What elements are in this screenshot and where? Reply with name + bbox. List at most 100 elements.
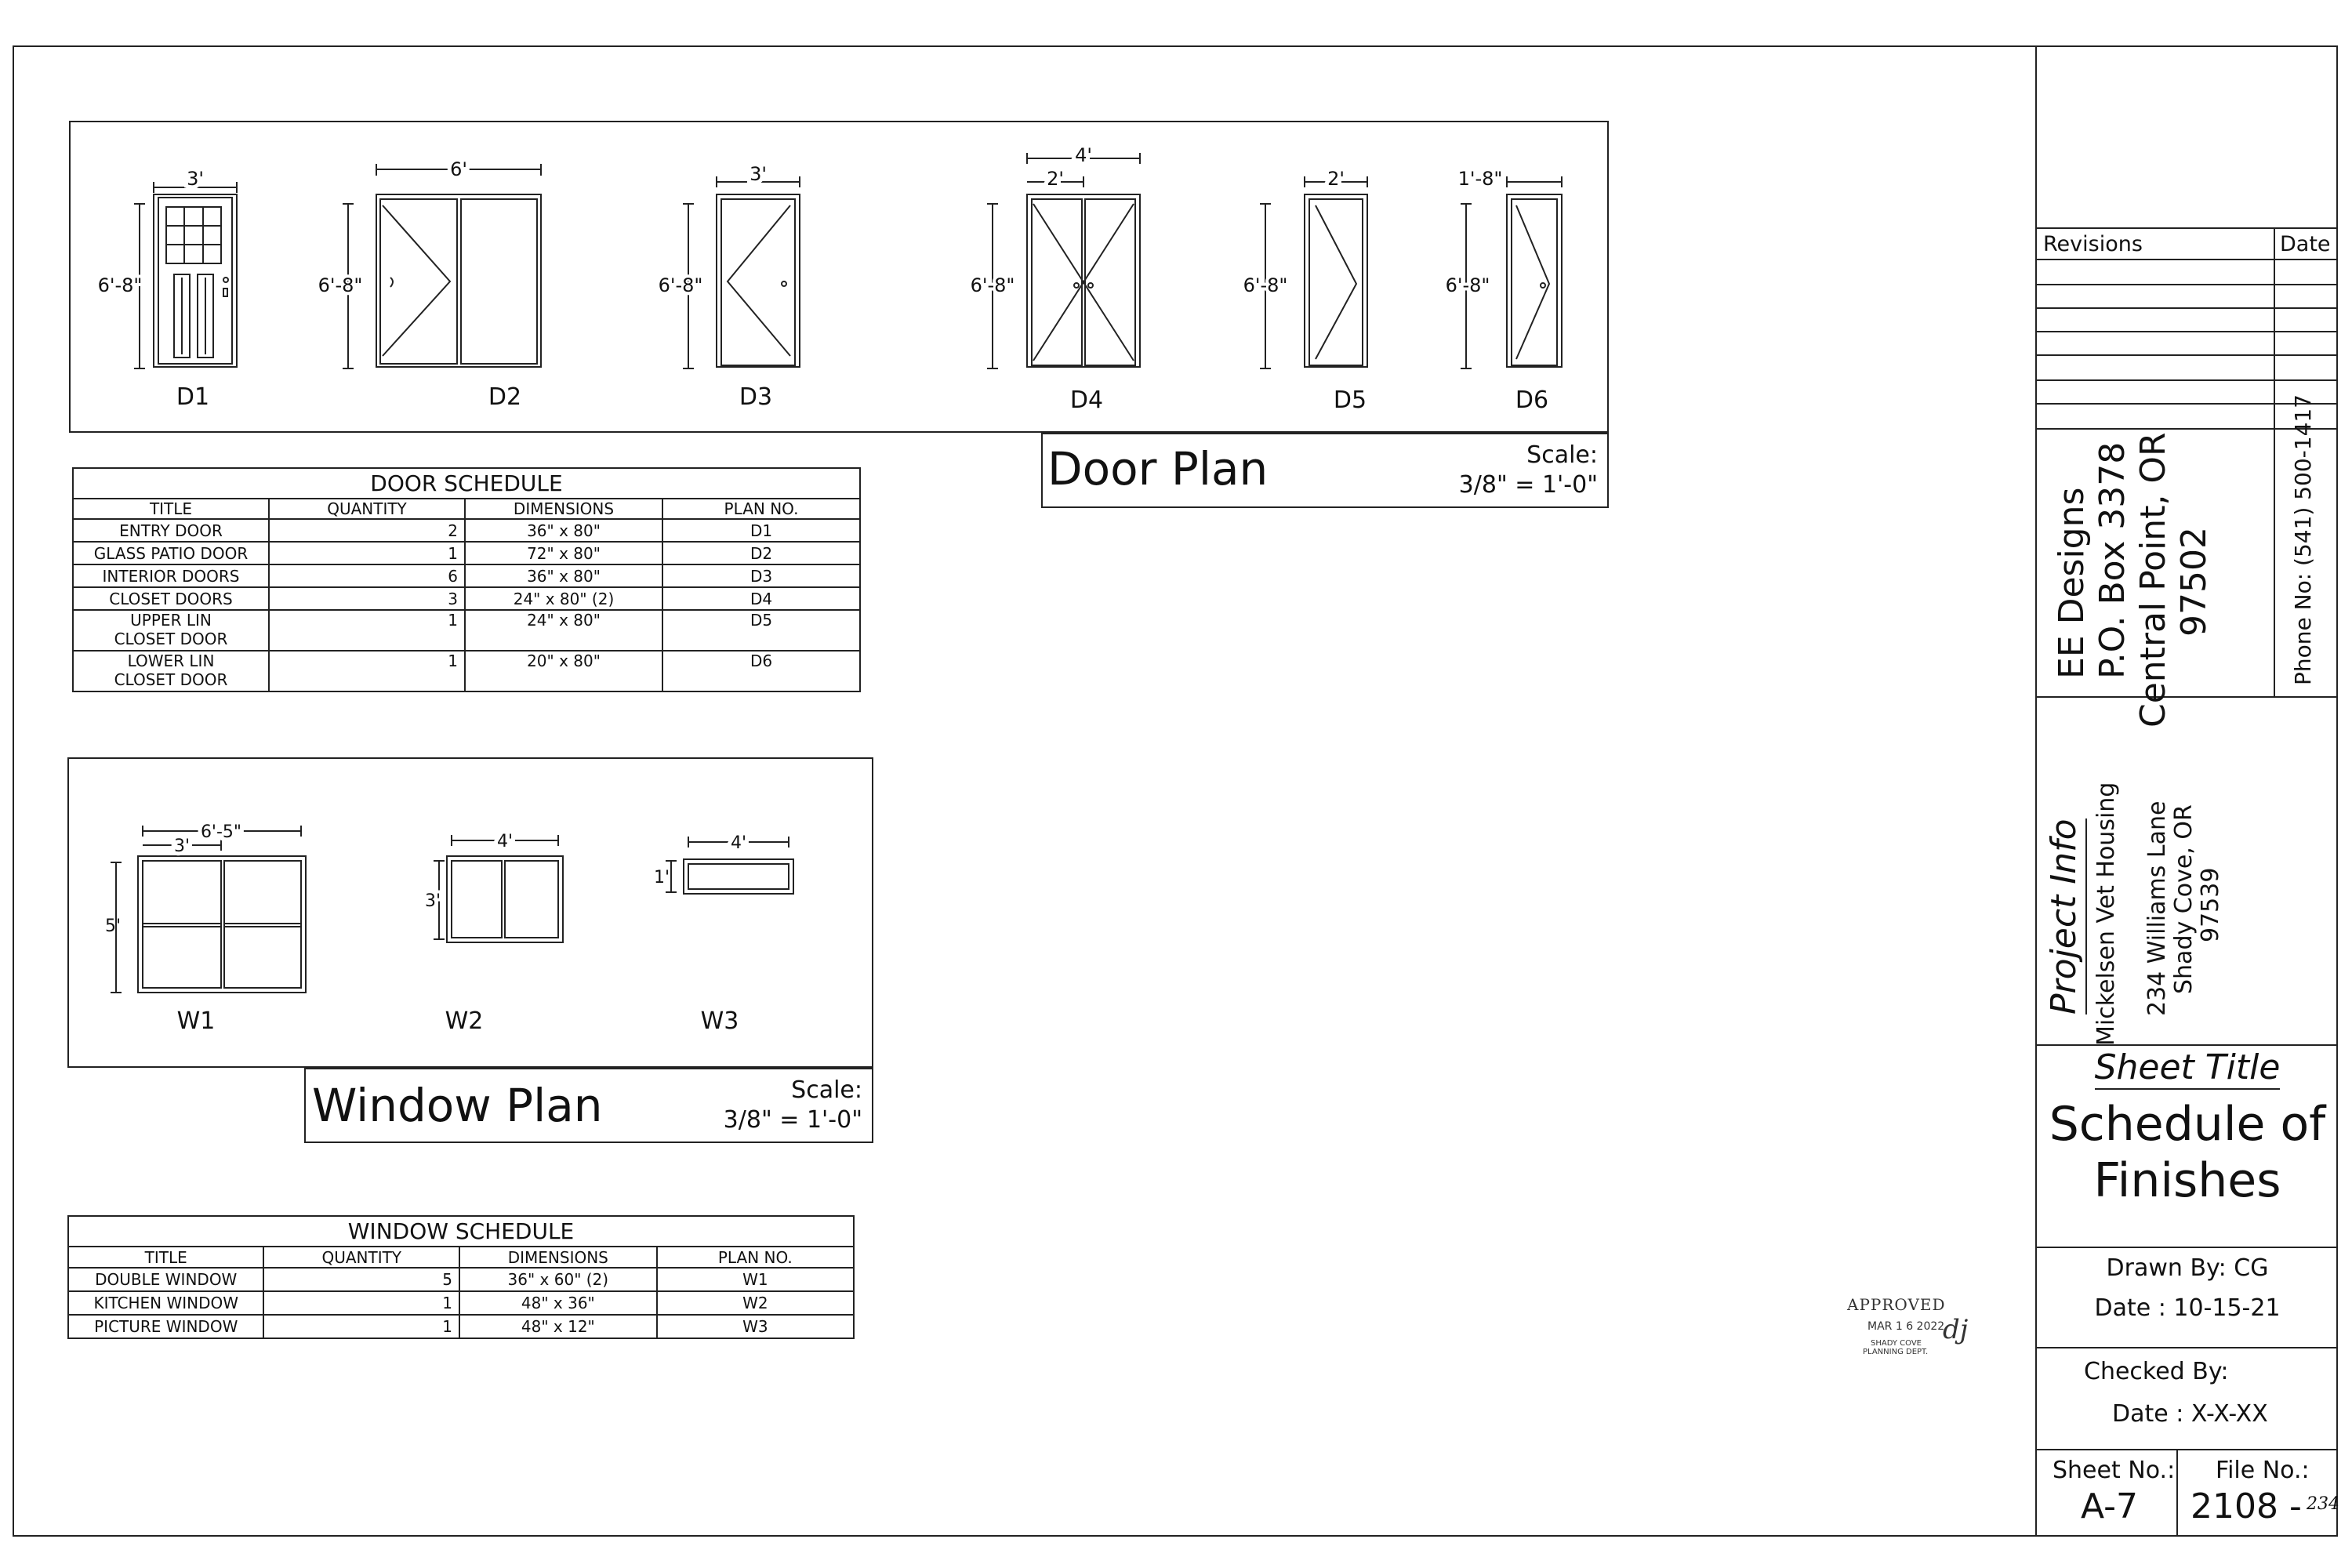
window-w3-tag: W3 xyxy=(701,1007,739,1035)
door-schedule-header-title: TITLE xyxy=(72,498,270,520)
window-row-plan: W2 xyxy=(655,1290,855,1316)
window-schedule-header-title: TITLE xyxy=(67,1246,265,1269)
table-row: GLASS PATIO DOOR 1 72" x 80" D2 xyxy=(72,541,861,565)
file-no: 2108 - xyxy=(2190,1486,2302,1526)
sheet-title-line1: Schedule of xyxy=(2049,1097,2326,1152)
window-w1-height: 5' xyxy=(105,916,121,936)
door-schedule-header-quantity: QUANTITY xyxy=(268,498,466,520)
window-plan-title-box: Window Plan Scale: 3/8" = 1'-0" xyxy=(304,1068,873,1143)
approval-stamp: APPROVED MAR 1 6 2022 dj SHADY COVE PLAN… xyxy=(1847,1295,1973,1356)
door-row-plan: D6 xyxy=(662,650,861,692)
window-w3-drawing xyxy=(666,837,794,895)
stamp-approved-text: APPROVED xyxy=(1847,1295,1946,1314)
drawn-by-section: Drawn By: CG Date : 10-15-21 xyxy=(2037,1247,2338,1348)
door-row-qty: 2 xyxy=(268,518,466,543)
door-d6-tag: D6 xyxy=(1515,387,1548,414)
table-row: PICTURE WINDOW 1 48" x 12" W3 xyxy=(67,1314,855,1339)
window-row-dims: 36" x 60" (2) xyxy=(459,1267,658,1292)
revisions-label: Revisions xyxy=(2043,232,2143,256)
window-row-title: DOUBLE WINDOW xyxy=(67,1267,265,1292)
window-row-qty: 1 xyxy=(263,1290,461,1316)
window-schedule-header-plan: PLAN NO. xyxy=(655,1246,855,1269)
company-zip: 97502 xyxy=(2174,527,2214,637)
door-row-title: ENTRY DOOR xyxy=(72,518,270,543)
title-block: Revisions Date EE Designs P.O. Box 3378 … xyxy=(2035,45,2339,1537)
door-row-qty: 1 xyxy=(268,650,466,692)
door-row-plan: D3 xyxy=(662,564,861,588)
stamp-date: MAR 1 6 2022 xyxy=(1867,1320,1945,1333)
door-d2-width: 6' xyxy=(450,158,467,180)
door-plan-frame xyxy=(69,121,1609,433)
window-row-qty: 1 xyxy=(263,1314,461,1339)
company-po-box: P.O. Box 3378 xyxy=(2092,441,2132,679)
stamp-dept-line1: SHADY COVE xyxy=(1871,1339,1922,1348)
table-row: DOUBLE WINDOW 5 36" x 60" (2) W1 xyxy=(67,1267,855,1292)
door-row-qty: 1 xyxy=(268,541,466,565)
door-row-title: GLASS PATIO DOOR xyxy=(72,541,270,565)
door-schedule-title: DOOR SCHEDULE xyxy=(72,467,861,498)
revisions-date-label: Date xyxy=(2280,232,2331,256)
company-phone: Phone No: (541) 500-1417 xyxy=(2290,394,2316,685)
window-w1-drawing xyxy=(111,826,307,993)
door-row-dims: 72" x 80" xyxy=(464,541,663,565)
door-d5-tag: D5 xyxy=(1334,387,1367,414)
door-d6-height: 6'-8" xyxy=(1446,274,1490,296)
window-w3-height: 1' xyxy=(654,868,670,887)
sheet-no: A-7 xyxy=(2081,1486,2139,1526)
door-row-title: UPPER LIN CLOSET DOOR xyxy=(72,609,270,652)
door-d3-tag: D3 xyxy=(739,383,772,411)
door-d6-width: 1'-8" xyxy=(1458,168,1503,190)
window-plan-title: Window Plan xyxy=(312,1079,603,1132)
project-street: 234 Williams Lane xyxy=(2143,800,2171,1016)
project-name: Mickelsen Vet Housing xyxy=(2092,782,2120,1046)
door-d6-drawing xyxy=(1461,176,1563,369)
checked-by-section: Checked By: Date : X-X-XX xyxy=(2037,1347,2338,1450)
door-d1-drawing xyxy=(134,182,238,369)
door-schedule-header-dimensions: DIMENSIONS xyxy=(464,498,663,520)
door-row-qty: 6 xyxy=(268,564,466,588)
stamp-dept-line2: PLANNING DEPT. xyxy=(1863,1348,1929,1356)
door-d1-width: 3' xyxy=(187,168,204,190)
door-row-dims: 36" x 80" xyxy=(464,518,663,543)
table-row: INTERIOR DOORS 6 36" x 80" D3 xyxy=(72,564,861,588)
door-row-dims: 24" x 80" xyxy=(464,609,663,652)
window-schedule-table: WINDOW SCHEDULE TITLE QUANTITY DIMENSION… xyxy=(67,1215,855,1339)
door-drawings: 3' 6' 3' 4' 2' 2' 1'-8" 6'-8" 6'-8" 6'-8… xyxy=(95,140,1563,414)
window-w1-tag: W1 xyxy=(177,1007,216,1035)
window-plan-scale-label: Scale: xyxy=(791,1076,862,1104)
window-row-dims: 48" x 36" xyxy=(459,1290,658,1316)
project-info-label: Project Info xyxy=(2043,818,2087,1014)
window-plan-scale-value: 3/8" = 1'-0" xyxy=(723,1106,862,1134)
door-schedule-table: DOOR SCHEDULE TITLE QUANTITY DIMENSIONS … xyxy=(72,467,861,692)
stamp-initials: dj xyxy=(1943,1314,1969,1345)
door-d1-tag: D1 xyxy=(176,383,209,411)
table-row: CLOSET DOORS 3 24" x 80" (2) D4 xyxy=(72,586,861,611)
checked-date: Date : X-X-XX xyxy=(2112,1400,2268,1428)
project-city: Shady Cove, OR xyxy=(2170,804,2198,994)
window-schedule-title: WINDOW SCHEDULE xyxy=(67,1215,855,1246)
door-d3-width: 3' xyxy=(750,163,767,185)
door-row-plan: D1 xyxy=(662,518,861,543)
door-d5-drawing xyxy=(1260,176,1368,369)
table-row: UPPER LIN CLOSET DOOR 1 24" x 80" D5 xyxy=(72,609,861,652)
door-d5-width: 2' xyxy=(1327,168,1345,190)
project-info-section: Project Info Mickelsen Vet Housing 234 W… xyxy=(2037,696,2338,1046)
door-row-dims: 24" x 80" (2) xyxy=(464,586,663,611)
window-schedule-header-dimensions: DIMENSIONS xyxy=(459,1246,658,1269)
table-row: LOWER LIN CLOSET DOOR 1 20" x 80" D6 xyxy=(72,650,861,692)
revisions-table: Revisions Date xyxy=(2037,227,2338,430)
window-w2-drawing xyxy=(434,835,564,943)
window-w2-width: 4' xyxy=(497,832,513,851)
window-plan-scale: Scale: 3/8" = 1'-0" xyxy=(724,1076,862,1135)
sheet-file-section: Sheet No.: A-7 File No.: 2108 - 234 xyxy=(2037,1449,2339,1537)
checked-by: Checked By: xyxy=(2084,1358,2229,1385)
door-d3-height: 6'-8" xyxy=(659,274,703,296)
door-plan-title-box: Door Plan Scale: 3/8" = 1'-0" xyxy=(1041,433,1609,508)
door-row-plan: D5 xyxy=(662,609,861,652)
door-row-qty: 3 xyxy=(268,586,466,611)
door-plan-title: Door Plan xyxy=(1047,442,1269,495)
window-row-plan: W1 xyxy=(655,1267,855,1292)
company-city: Central Point, OR xyxy=(2133,432,2173,728)
door-plan-scale: Scale: 3/8" = 1'-0" xyxy=(1459,441,1598,500)
door-d4-tag: D4 xyxy=(1070,387,1103,414)
